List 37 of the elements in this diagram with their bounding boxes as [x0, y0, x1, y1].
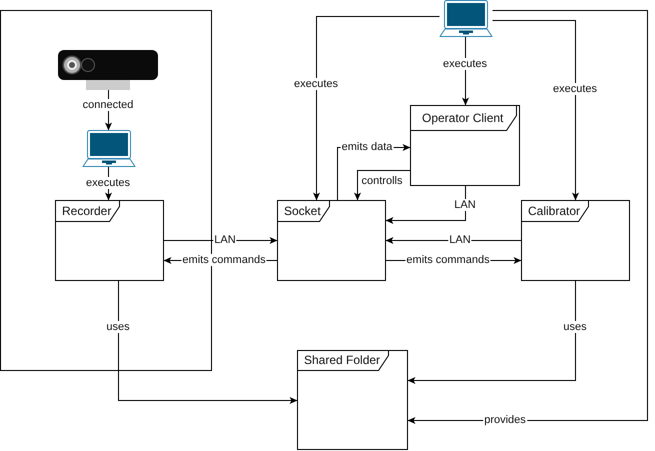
frame-title: Calibrator — [528, 203, 580, 220]
edge-label: emits commands — [405, 254, 491, 266]
laptop-icon — [439, 0, 493, 37]
edge-label: executes — [552, 83, 598, 95]
component-frame — [55, 200, 164, 281]
arrow — [385, 185, 466, 224]
arrow — [163, 237, 278, 244]
arrow — [385, 237, 522, 244]
edge-label: LAN — [213, 234, 237, 246]
edge-label: executes — [442, 58, 488, 70]
edge-label: emits commands — [181, 254, 267, 266]
edge-label: emits data — [340, 141, 394, 153]
edge-label: executes — [84, 177, 132, 189]
laptop-icon — [82, 130, 136, 167]
edge-label: uses — [105, 321, 131, 333]
arrow — [492, 20, 579, 201]
component-frame — [410, 105, 520, 186]
frame-title: Operator Client — [422, 110, 504, 127]
edge-label: connected — [82, 99, 134, 111]
arrow — [407, 280, 576, 384]
component-frame — [521, 200, 630, 281]
edge-label: LAN — [448, 234, 472, 246]
edge-label: provides — [483, 414, 527, 426]
frame-title: Recorder — [62, 203, 112, 220]
arrow — [118, 280, 298, 404]
frame-title: Socket — [284, 203, 321, 220]
edge-label: LAN — [453, 199, 477, 211]
component-frame — [297, 350, 408, 450]
arrow — [354, 170, 411, 201]
edge-label: executes — [292, 78, 340, 90]
camera-icon — [58, 50, 158, 90]
edge-label: controlls — [360, 175, 404, 187]
arrow — [313, 16, 440, 201]
frame-title: Shared Folder — [304, 352, 380, 369]
edge-label: uses — [562, 321, 588, 333]
arrow — [407, 10, 648, 424]
component-frame — [277, 200, 386, 281]
